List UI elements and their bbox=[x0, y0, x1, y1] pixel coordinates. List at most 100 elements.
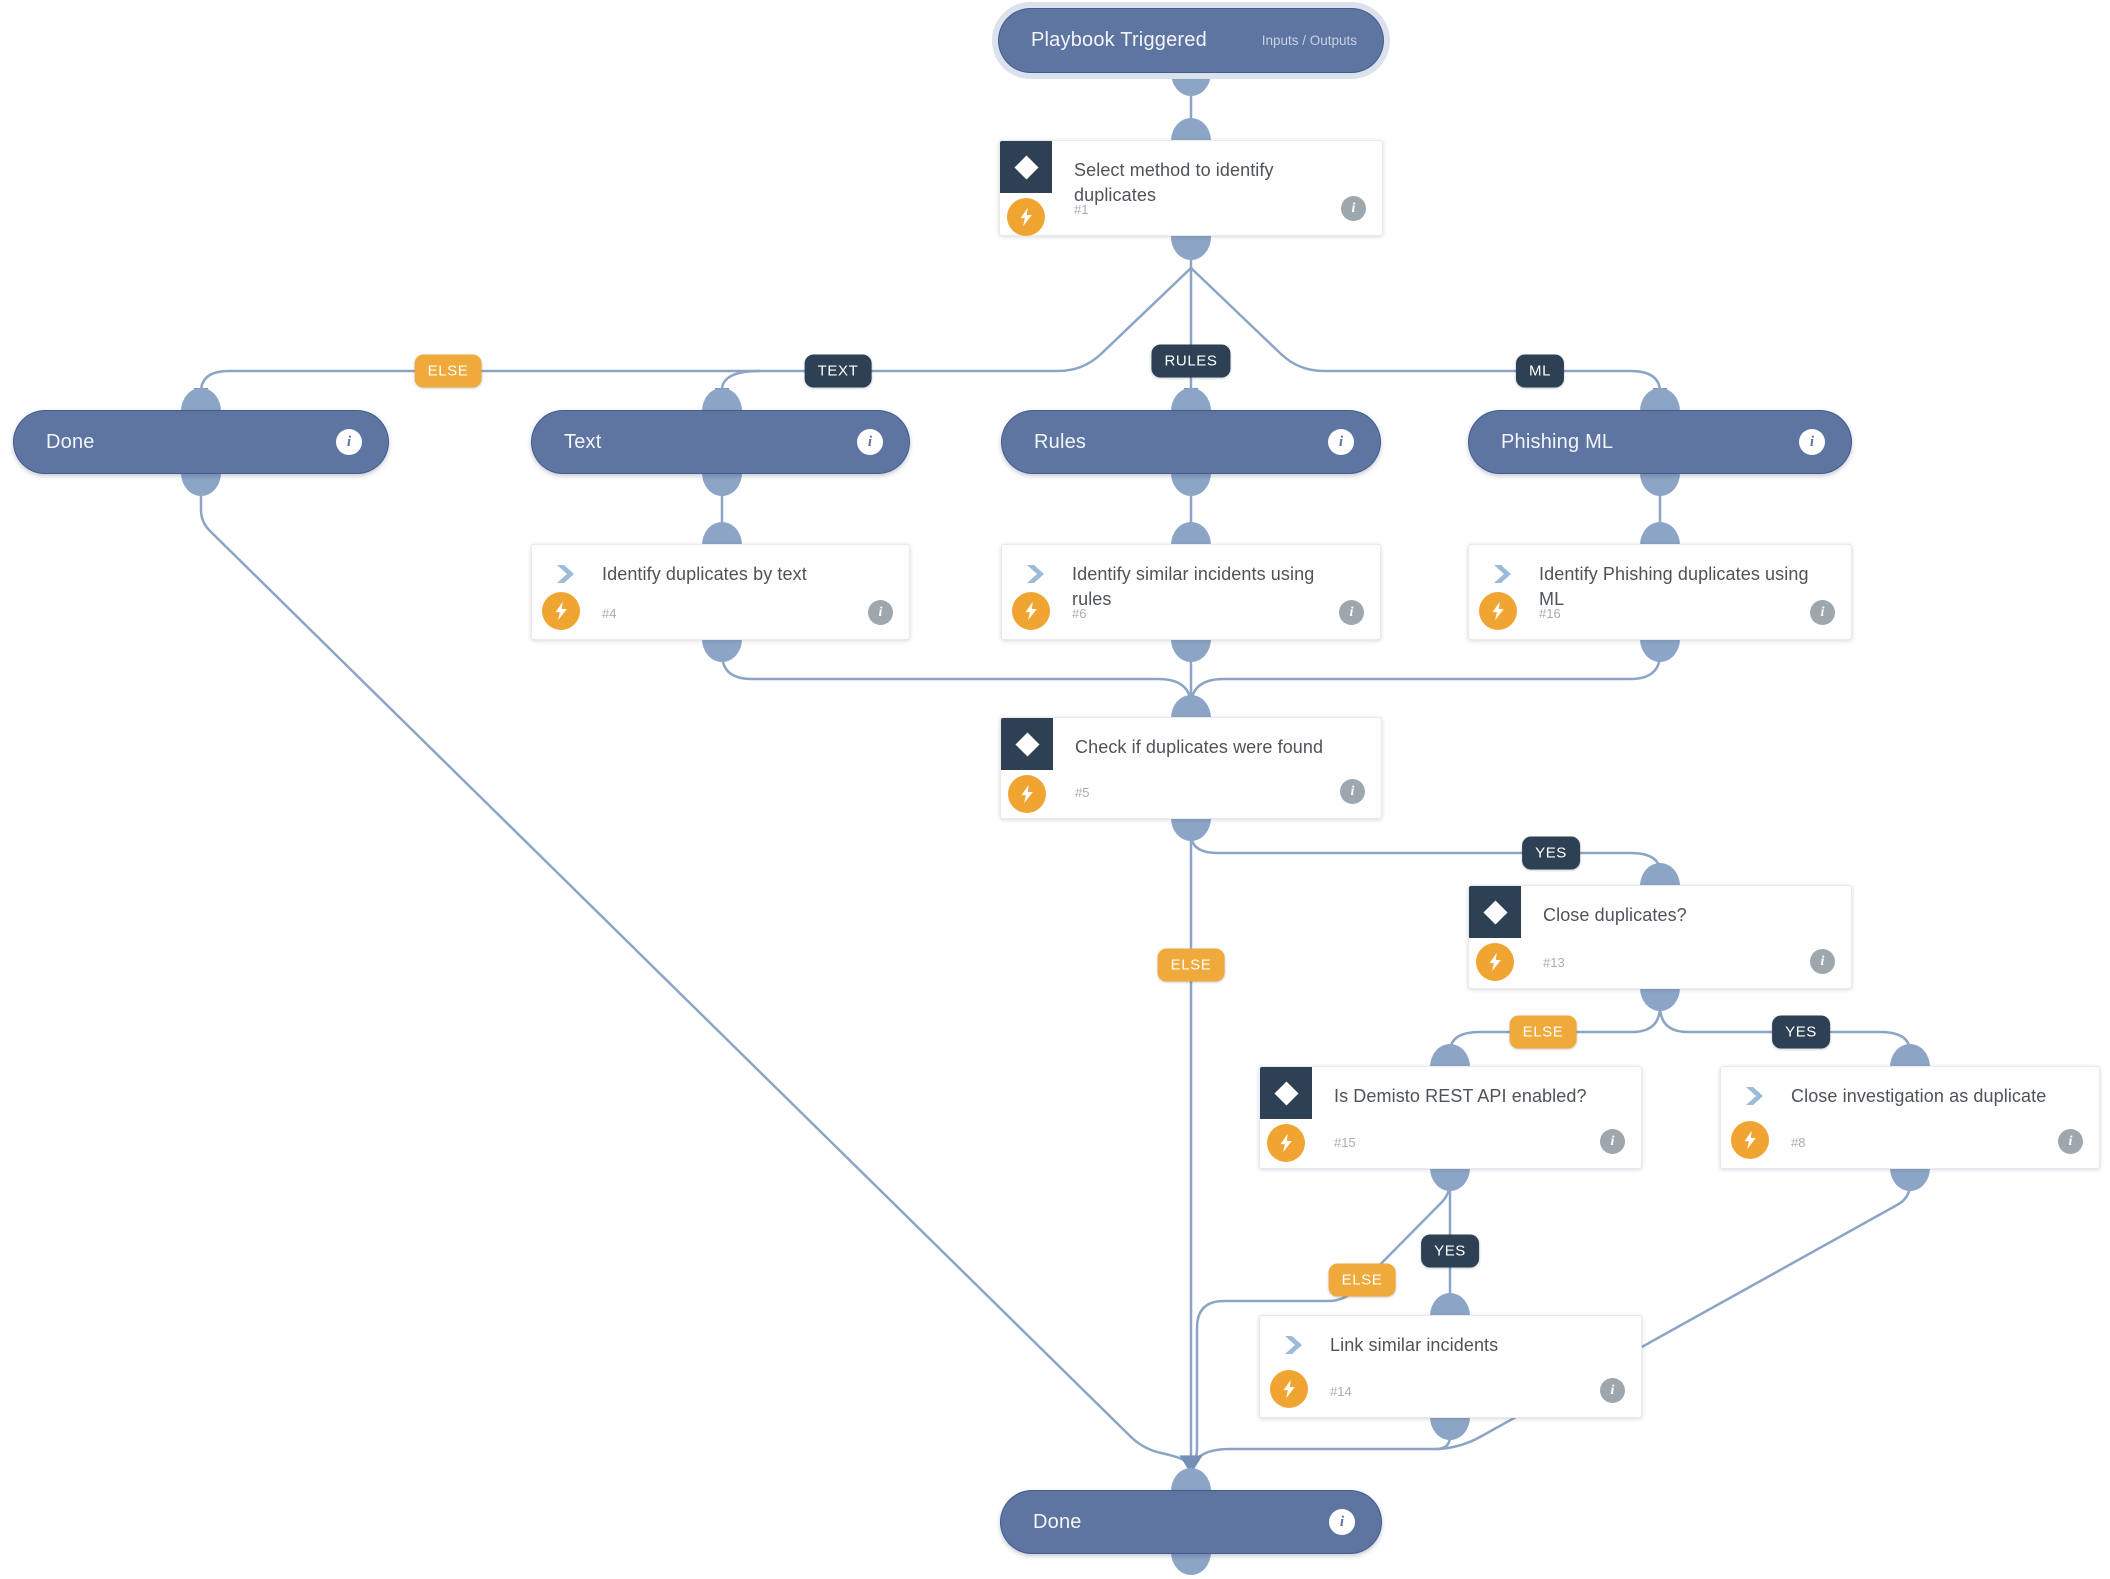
node-title: Close investigation as duplicate bbox=[1791, 1086, 2047, 1106]
node-title: Identify similar incidents using rules bbox=[1072, 564, 1315, 609]
automation-bolt-icon bbox=[1008, 775, 1046, 813]
chevron-right-icon bbox=[1278, 1332, 1304, 1358]
node-task-14-link-similar-incidents[interactable]: Link similar incidents #14 i bbox=[1259, 1315, 1642, 1418]
automation-bolt-icon bbox=[1012, 592, 1050, 630]
chevron-right-icon bbox=[1027, 565, 1044, 583]
chevron-right-icon bbox=[557, 565, 574, 583]
node-title: Done bbox=[1033, 1510, 1082, 1533]
edge-line bbox=[720, 640, 1193, 708]
edge-line bbox=[1193, 1170, 1912, 1463]
bolt-icon bbox=[1021, 784, 1033, 804]
node-title: Identify Phishing duplicates using ML bbox=[1539, 564, 1809, 609]
branch-label-ml: ML bbox=[1515, 354, 1565, 388]
bolt-icon bbox=[1492, 601, 1504, 621]
node-title: Rules bbox=[1034, 430, 1087, 453]
info-icon[interactable]: i bbox=[336, 429, 362, 455]
chevron-right-icon bbox=[1285, 1336, 1302, 1354]
automation-bolt-icon bbox=[1270, 1370, 1308, 1408]
info-icon[interactable]: i bbox=[1329, 1509, 1355, 1535]
node-section-done-final[interactable]: Done i bbox=[1000, 1490, 1382, 1554]
branch-label-else: ELSE bbox=[1509, 1015, 1577, 1049]
info-icon[interactable]: i bbox=[1600, 1378, 1625, 1403]
node-title: Close duplicates? bbox=[1543, 905, 1687, 925]
condition-icon-box bbox=[1260, 1067, 1312, 1119]
diamond-icon bbox=[1014, 731, 1040, 757]
branch-label-yes: YES bbox=[1522, 836, 1580, 870]
node-task-8-close-investigation-as-duplicate[interactable]: Close investigation as duplicate #8 i bbox=[1720, 1066, 2100, 1169]
bolt-icon bbox=[1283, 1379, 1295, 1399]
edge-line bbox=[1190, 1170, 1452, 1465]
task-number: #15 bbox=[1334, 1135, 1356, 1150]
node-title: Text bbox=[564, 430, 602, 453]
info-icon[interactable]: i bbox=[1341, 196, 1366, 221]
node-title: Link similar incidents bbox=[1330, 1335, 1499, 1355]
condition-icon-box bbox=[1000, 141, 1052, 193]
branch-label-yes: YES bbox=[1772, 1015, 1830, 1049]
task-number: #16 bbox=[1539, 606, 1561, 621]
diamond-icon bbox=[1482, 899, 1508, 925]
condition-icon-box bbox=[1469, 886, 1521, 938]
node-task-4-identify-duplicates-by-text[interactable]: Identify duplicates by text #4 i bbox=[531, 544, 910, 640]
info-icon[interactable]: i bbox=[857, 429, 883, 455]
info-icon[interactable]: i bbox=[1600, 1129, 1625, 1154]
node-section-text[interactable]: Text i bbox=[531, 410, 910, 474]
branch-label-text: TEXT bbox=[804, 354, 872, 388]
task-number: #4 bbox=[602, 606, 617, 621]
info-icon[interactable]: i bbox=[2058, 1129, 2083, 1154]
edge-line bbox=[199, 266, 1193, 398]
diamond-icon bbox=[1273, 1080, 1299, 1106]
node-task-5-check-if-duplicates-were-found[interactable]: Check if duplicates were found #5 i bbox=[1000, 717, 1382, 819]
info-icon[interactable]: i bbox=[1339, 600, 1364, 625]
bolt-icon bbox=[1744, 1130, 1756, 1150]
automation-bolt-icon bbox=[542, 592, 580, 630]
node-task-6-identify-similar-incidents-using-rules[interactable]: Identify similar incidents using rules#6… bbox=[1001, 544, 1381, 640]
edge-line bbox=[199, 476, 1190, 1465]
automation-bolt-icon bbox=[1731, 1121, 1769, 1159]
bolt-icon bbox=[555, 601, 567, 621]
chevron-right-icon bbox=[1494, 565, 1511, 583]
branch-label-else: ELSE bbox=[414, 354, 482, 388]
info-icon[interactable]: i bbox=[868, 600, 893, 625]
node-title: Is Demisto REST API enabled? bbox=[1334, 1086, 1587, 1106]
node-section-rules[interactable]: Rules i bbox=[1001, 410, 1381, 474]
node-task-15-is-demisto-rest-api-enabled[interactable]: Is Demisto REST API enabled? #15 i bbox=[1259, 1066, 1642, 1169]
branch-label-else: ELSE bbox=[1328, 1263, 1396, 1297]
automation-bolt-icon bbox=[1476, 943, 1514, 981]
inputs-outputs-label: Inputs / Outputs bbox=[1261, 33, 1357, 48]
chevron-right-icon bbox=[550, 561, 576, 587]
node-task-16-identify-phishing-duplicates-using-ml[interactable]: Identify Phishing duplicates using ML#16… bbox=[1468, 544, 1852, 640]
chevron-right-icon bbox=[1746, 1087, 1763, 1105]
chevron-right-icon bbox=[1020, 561, 1046, 587]
bolt-icon bbox=[1025, 601, 1037, 621]
branch-label-rules: RULES bbox=[1151, 344, 1231, 378]
bolt-icon bbox=[1020, 207, 1032, 227]
automation-bolt-icon bbox=[1267, 1124, 1305, 1162]
task-number: #8 bbox=[1791, 1135, 1806, 1150]
automation-bolt-icon bbox=[1007, 198, 1045, 236]
chevron-right-icon bbox=[1739, 1083, 1765, 1109]
node-title: Identify duplicates by text bbox=[602, 564, 807, 584]
node-playbook-triggered[interactable]: Playbook Triggered Inputs / Outputs bbox=[998, 8, 1384, 73]
task-number: #5 bbox=[1075, 785, 1090, 800]
info-icon[interactable]: i bbox=[1799, 429, 1825, 455]
info-icon[interactable]: i bbox=[1810, 949, 1835, 974]
bolt-icon bbox=[1280, 1133, 1292, 1153]
node-title: Playbook Triggered bbox=[1031, 29, 1207, 51]
info-icon[interactable]: i bbox=[1340, 779, 1365, 804]
info-icon[interactable]: i bbox=[1810, 600, 1835, 625]
node-title: Check if duplicates were found bbox=[1075, 737, 1324, 757]
edge-line bbox=[1189, 640, 1662, 708]
bolt-icon bbox=[1489, 952, 1501, 972]
chevron-right-icon bbox=[1487, 561, 1513, 587]
node-title: Select method to identify duplicates bbox=[1074, 160, 1274, 205]
automation-bolt-icon bbox=[1479, 592, 1517, 630]
branch-label-else: ELSE bbox=[1157, 948, 1225, 982]
info-icon[interactable]: i bbox=[1328, 429, 1354, 455]
task-number: #14 bbox=[1330, 1384, 1352, 1399]
